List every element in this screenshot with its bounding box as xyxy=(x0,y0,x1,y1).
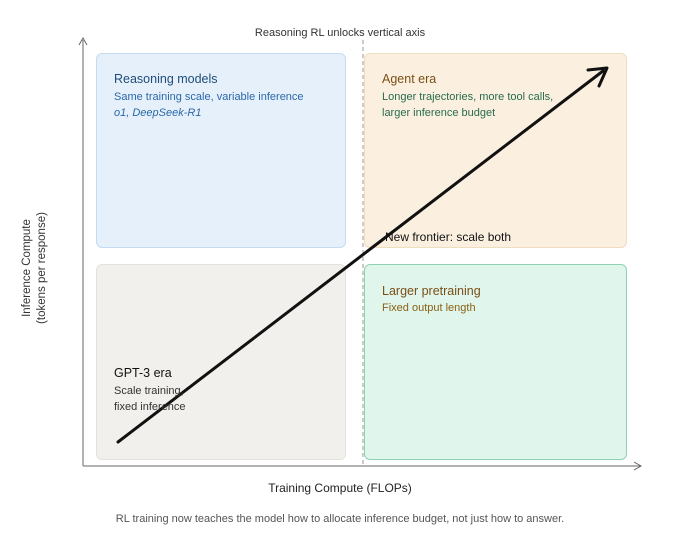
reasoning-desc: Same training scale, variable inference xyxy=(114,91,304,103)
agent-desc-line1: Longer trajectories, more tool calls, xyxy=(382,91,554,103)
top-annotation: Reasoning RL unlocks vertical axis xyxy=(254,27,426,39)
gpt3-desc-line2: fixed inference xyxy=(114,401,186,413)
footer-caption: RL training now teaches the model how to… xyxy=(115,513,565,525)
agent-desc-line2: larger inference budget xyxy=(382,107,496,119)
x-axis-label: Training Compute (FLOPs) xyxy=(268,481,412,495)
frontier-label: New frontier: scale both xyxy=(385,230,512,244)
pretraining-desc: Fixed output length xyxy=(382,302,476,314)
agent-title: Agent era xyxy=(382,72,437,86)
frontier-arrow xyxy=(116,69,605,444)
y-axis-label-line1: Inference Compute xyxy=(21,219,33,317)
x-axis-arrowhead xyxy=(633,461,643,471)
y-axis-label: Inference Compute (tokens per response) xyxy=(20,158,50,378)
gpt3-desc-line1: Scale training, xyxy=(114,385,184,397)
gpt3-title: GPT-3 era xyxy=(114,366,172,380)
quadrant-reasoning-models xyxy=(96,53,346,248)
reasoning-title: Reasoning models xyxy=(114,72,218,86)
quadrant-larger-pretraining xyxy=(364,264,627,460)
y-axis-arrowhead xyxy=(78,36,88,46)
frontier-arrowhead xyxy=(586,66,609,88)
pretraining-title: Larger pretraining xyxy=(382,284,481,298)
reasoning-examples: o1, DeepSeek-R1 xyxy=(114,107,202,119)
y-axis-label-line2: (tokens per response) xyxy=(36,212,48,324)
